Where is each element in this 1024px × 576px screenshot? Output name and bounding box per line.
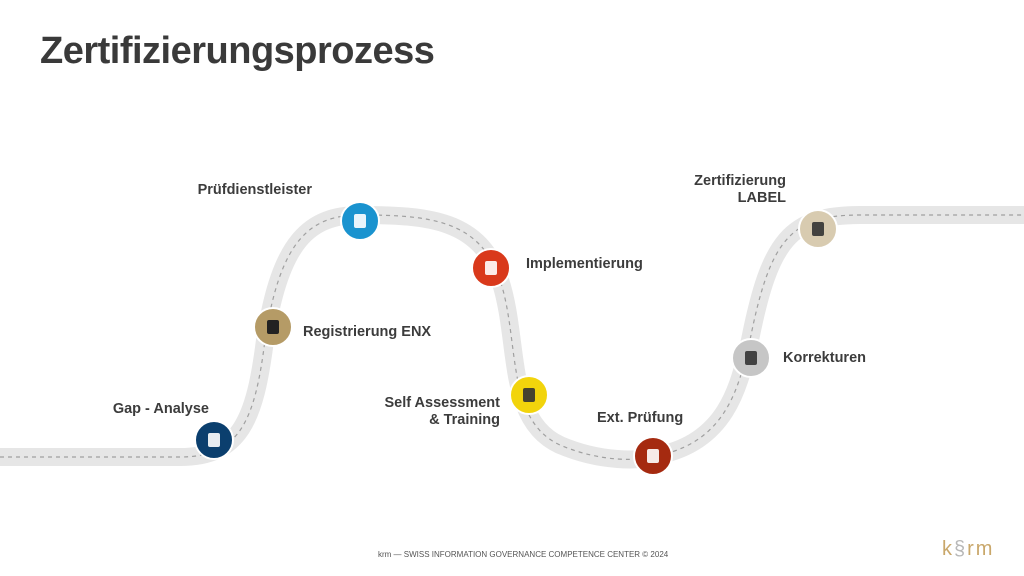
process-icon bbox=[485, 261, 497, 275]
step-label-gap-analyse: Gap - Analyse bbox=[112, 401, 209, 417]
step-label-implementierung: Implementierung bbox=[526, 256, 643, 272]
hand-check-icon bbox=[647, 449, 659, 463]
step-label-zertifizierung: Zertifizierung LABEL bbox=[694, 173, 786, 206]
people-icon bbox=[354, 214, 366, 228]
krm-logo: k§rm bbox=[942, 538, 995, 560]
hand-tool-icon bbox=[523, 388, 535, 402]
signpost-icon bbox=[208, 433, 220, 447]
passport-icon bbox=[267, 320, 279, 334]
document-edit-icon bbox=[745, 351, 757, 365]
step-label-ext-pruefung: Ext. Prüfung bbox=[597, 410, 684, 426]
certificate-icon bbox=[812, 222, 824, 236]
footer-text: krm — SWISS INFORMATION GOVERNANCE COMPE… bbox=[378, 550, 669, 559]
step-label-self-assessment: Self Assessment & Training bbox=[384, 395, 500, 428]
page-title: Zertifizierungsprozess bbox=[40, 30, 435, 72]
step-label-korrekturen: Korrekturen bbox=[783, 350, 866, 366]
step-label-registrierung: Registrierung ENX bbox=[303, 324, 432, 340]
step-label-pruefdienstleister: Prüfdienstleister bbox=[197, 182, 312, 198]
